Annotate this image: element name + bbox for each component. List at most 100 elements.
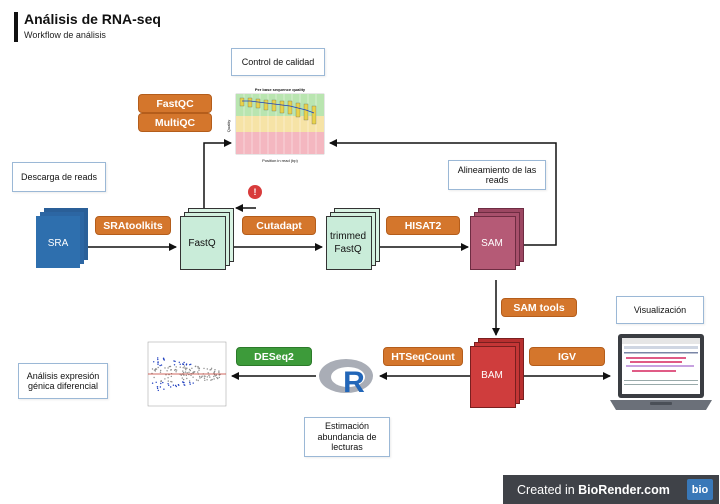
ma-point (183, 365, 186, 367)
ma-point (156, 387, 159, 390)
tool-cutadapt: Cutadapt (242, 216, 316, 235)
ma-point (166, 370, 168, 372)
ma-point (160, 364, 163, 366)
ma-point (174, 368, 177, 371)
ma-point (182, 370, 184, 372)
credit-text: Created in BioRender.com (503, 483, 687, 497)
arrow-sam-to-qc (329, 139, 557, 246)
file-stack-sra: SRA (36, 208, 90, 270)
ma-point (179, 366, 181, 368)
ma-point (213, 374, 216, 376)
ma-point (182, 381, 185, 384)
ma-point (170, 380, 172, 383)
callout-abundance-estimation: Estimación abundancia de lecturas (304, 417, 390, 457)
ma-plot-svg (147, 341, 227, 407)
ma-point (195, 379, 198, 381)
ma-point (203, 377, 206, 379)
ma-point (218, 374, 220, 376)
ma-point (154, 370, 156, 372)
file-stack-trimmed-fastq: trimmed FastQ (326, 208, 380, 270)
ma-point (188, 368, 191, 371)
callout-quality-control: Control de calidad (231, 48, 325, 76)
ma-point (170, 375, 172, 378)
ma-point (185, 369, 187, 371)
ma-point (208, 374, 210, 377)
ma-point (199, 377, 201, 379)
ma-point (191, 367, 193, 369)
ma-point (189, 383, 191, 385)
ma-point (182, 378, 185, 381)
ma-point (160, 369, 162, 372)
tool-htseqcount: HTSeqCount (383, 347, 463, 366)
ma-point (217, 377, 219, 380)
ma-point (216, 376, 218, 379)
ma-point (186, 377, 188, 380)
tool-samtools: SAM tools (501, 298, 577, 317)
callout-download-reads: Descarga de reads (12, 162, 106, 192)
ma-point (173, 360, 175, 362)
biorender-credit: Created in BioRender.com bio (503, 475, 719, 504)
tool-hisat2: HISAT2 (386, 216, 460, 235)
ma-point (199, 375, 201, 378)
ma-point (153, 369, 156, 371)
qc-plot-thumbnail: Per base sequence quality Position in re… (224, 84, 328, 168)
ma-point (185, 374, 187, 377)
ma-point (163, 358, 165, 361)
ma-point (159, 386, 162, 388)
ma-point (162, 381, 164, 384)
ma-point (189, 369, 191, 372)
ma-point (167, 367, 169, 369)
ma-point (200, 376, 203, 378)
ma-point (165, 374, 167, 376)
ma-point (159, 371, 162, 373)
file-label-fastq: FastQ (188, 238, 216, 249)
ma-point (177, 384, 180, 386)
file-label-trimmed-line2: FastQ (334, 244, 362, 255)
ma-point (192, 382, 194, 384)
ma-point (210, 367, 213, 369)
ma-point (201, 375, 203, 377)
file-label-sam: SAM (481, 238, 503, 249)
r-logo-svg: R (319, 359, 373, 399)
ma-point (156, 386, 159, 388)
ma-point (209, 369, 211, 371)
ma-point (167, 380, 169, 382)
ma-point (210, 379, 212, 381)
qc-plot-xlabel: Position in read (bp) (262, 158, 298, 163)
ma-point (172, 384, 175, 386)
ma-point (175, 369, 178, 371)
ma-point (188, 380, 191, 382)
ma-point (178, 361, 180, 363)
ma-point (160, 382, 162, 385)
qc-plot-ylabel: Quality (226, 120, 231, 132)
file-label-trimmed-line1: trimmed (329, 231, 367, 242)
ma-point (155, 381, 157, 383)
ma-point (157, 366, 159, 369)
page-subtitle: Workflow de análisis (24, 30, 106, 40)
file-stack-sam: SAM (470, 208, 524, 270)
ma-point (180, 374, 182, 376)
file-stack-bam: BAM (470, 338, 524, 408)
ma-point (183, 374, 185, 376)
ma-point (197, 367, 199, 369)
ma-point (182, 367, 184, 369)
tool-sratoolkits: SRAtoolkits (95, 216, 171, 235)
ma-point (189, 381, 191, 384)
ma-point (186, 372, 188, 374)
ma-point (168, 365, 171, 368)
ma-point (175, 385, 177, 388)
ma-point (213, 371, 215, 373)
file-label-bam: BAM (481, 370, 503, 381)
tool-deseq2: DESeq2 (236, 347, 312, 366)
ma-point (151, 382, 154, 384)
ma-point (204, 379, 206, 381)
ma-point (214, 369, 216, 371)
ma-point (214, 375, 217, 377)
ma-point (182, 371, 185, 374)
title-accent-bar (14, 12, 18, 42)
ma-point (206, 379, 208, 381)
r-logo-letter: R (343, 366, 365, 399)
qc-plot-title: Per base sequence quality (255, 87, 306, 92)
ma-point (184, 384, 186, 386)
tool-multiqc: MultiQC (138, 113, 212, 132)
